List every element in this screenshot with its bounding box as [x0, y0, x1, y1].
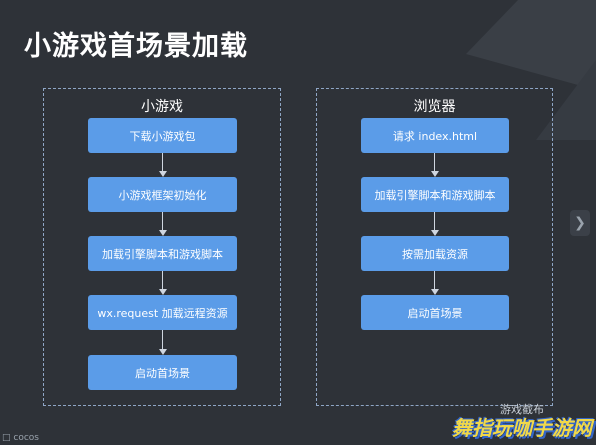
step-start-first-scene: 启动首场景 — [361, 295, 509, 330]
browser-panel-title: 浏览器 — [413, 99, 456, 115]
arrow-down-icon — [159, 171, 167, 177]
arrow-shaft — [162, 330, 163, 349]
step-framework-init: 小游戏框架初始化 — [88, 177, 237, 212]
step-download-package: 下载小游戏包 — [88, 118, 237, 153]
site-logo: 舞指玩咖手游网 — [452, 416, 592, 440]
arrow-shaft — [434, 212, 435, 230]
step-load-remote-resources: wx.request 加载远程资源 — [88, 295, 237, 330]
step-load-resources-on-demand: 按需加载资源 — [361, 236, 509, 271]
arrow-shaft — [162, 271, 163, 289]
step-start-first-scene: 启动首场景 — [88, 355, 237, 390]
arrow-down-icon — [159, 230, 167, 236]
arrow-shaft — [434, 153, 435, 171]
arrow-down-icon — [159, 289, 167, 295]
mini-game-panel-title: 小游戏 — [141, 99, 183, 115]
chevron-right-icon[interactable]: ❯ — [570, 210, 590, 236]
arrow-down-icon — [159, 349, 167, 355]
background-decoration — [466, 0, 596, 90]
arrow-shaft — [162, 212, 163, 230]
browser-panel: 浏览器 — [316, 88, 553, 406]
step-load-scripts: 加载引擎脚本和游戏脚本 — [361, 177, 509, 212]
arrow-down-icon — [431, 289, 439, 295]
step-load-scripts: 加载引擎脚本和游戏脚本 — [88, 236, 237, 271]
step-request-index: 请求 index.html — [361, 118, 509, 153]
arrow-down-icon — [431, 230, 439, 236]
arrow-shaft — [434, 271, 435, 289]
cocos-watermark: □ cocos — [2, 433, 39, 443]
page-title: 小游戏首场景加载 — [24, 31, 248, 62]
arrow-shaft — [162, 153, 163, 171]
arrow-down-icon — [431, 171, 439, 177]
mini-game-panel: 小游戏 — [43, 88, 281, 406]
watermark-text: 游戏截布 — [500, 403, 544, 416]
